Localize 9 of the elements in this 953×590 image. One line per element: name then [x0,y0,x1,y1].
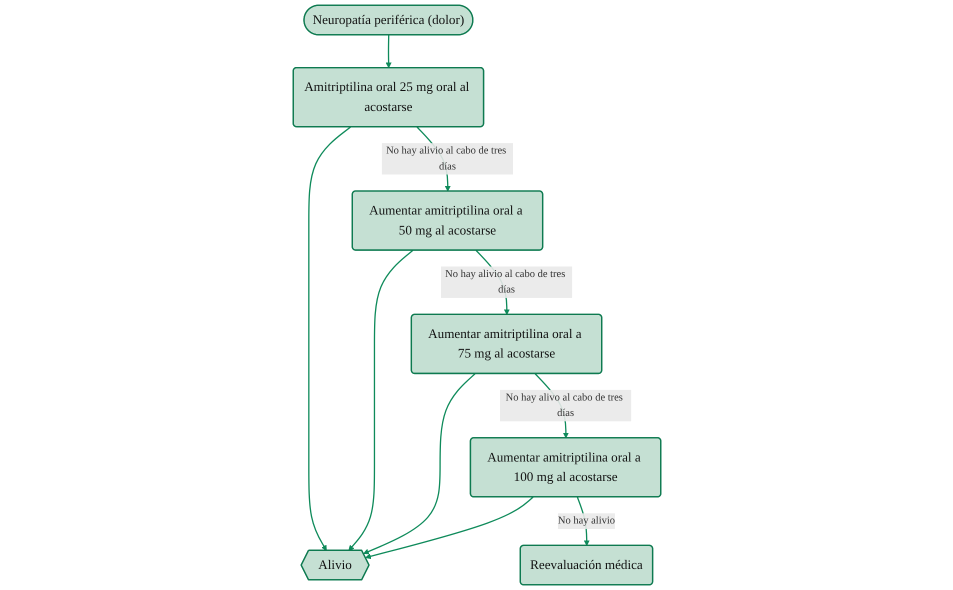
edge-label: No hay alivio al cabo de tres días [444,268,565,296]
edge-label: No hay alivio [557,515,615,526]
arrow [385,35,392,68]
arrow [308,126,351,551]
arrow [364,496,533,560]
arrow [348,250,413,551]
edge-label: No hay alivo al cabo de tres días [505,392,622,419]
edge-label: No hay alivio al cabo de tres días [386,145,506,172]
arrow [362,373,475,554]
